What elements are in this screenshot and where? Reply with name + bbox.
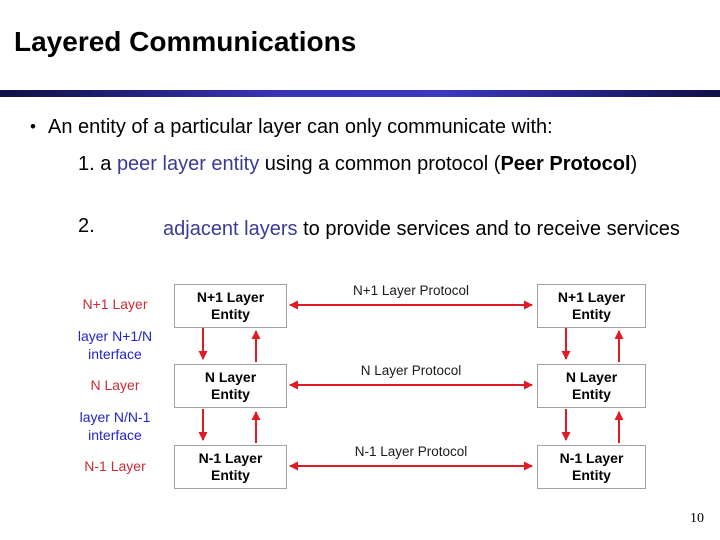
interface-label-line1: layer N+1/N xyxy=(77,328,153,344)
entity-box-line2: Entity xyxy=(572,467,611,483)
protocol-label-n: N Layer Protocol xyxy=(360,363,462,378)
entity-box-left-n: N Layer Entity xyxy=(174,364,287,408)
interface-label-n-n-minus-1: layer N/N-1 interface xyxy=(55,408,175,444)
entity-box-right-n: N Layer Entity xyxy=(537,364,646,408)
entity-box-right-n-minus-1: N-1 Layer Entity xyxy=(537,445,646,489)
item-1-post-text: ) xyxy=(630,153,638,175)
entity-box-line1: N-1 Layer xyxy=(198,450,263,466)
page-number: 10 xyxy=(690,511,704,526)
bullet-line: • An entity of a particular layer can onl… xyxy=(30,116,700,139)
item-1-number: 1. xyxy=(78,153,95,175)
peer-layer-entity-text: peer layer entity xyxy=(116,153,260,175)
item-1-pre-text: a xyxy=(94,153,117,175)
layer-label-n: N Layer xyxy=(90,377,140,393)
title-divider xyxy=(0,90,720,97)
page-title: Layered Communications xyxy=(14,26,357,57)
layered-communications-diagram: N+1 Layer N Layer N-1 Layer layer N+1/N … xyxy=(0,270,720,510)
protocol-label-n-plus-1: N+1 Layer Protocol xyxy=(353,283,469,298)
item-2-rest-text: to provide services and to receive servi… xyxy=(297,218,680,240)
numbered-item-1: 1. a peer layer entity using a common pr… xyxy=(78,150,660,178)
entity-box-right-n-plus-1: N+1 Layer Entity xyxy=(537,284,646,328)
bullet-icon: • xyxy=(30,117,36,136)
numbered-item-2: adjacent layers to provide services and … xyxy=(163,215,698,243)
item-1-mid-text: using a common protocol ( xyxy=(259,153,501,175)
interface-label-line2: interface xyxy=(88,427,142,443)
interface-label-line1: layer N/N-1 xyxy=(79,409,151,425)
entity-box-line2: Entity xyxy=(211,306,250,322)
bullet-text: An entity of a particular layer can only… xyxy=(48,116,553,138)
entity-box-left-n-minus-1: N-1 Layer Entity xyxy=(174,445,287,489)
entity-box-line1: N-1 Layer xyxy=(559,450,624,466)
adjacent-layers-text: adjacent layers xyxy=(163,218,298,240)
entity-box-line1: N+1 Layer xyxy=(196,289,265,305)
entity-box-line2: Entity xyxy=(572,386,611,402)
entity-box-line1: N Layer xyxy=(565,369,618,385)
entity-box-line1: N+1 Layer xyxy=(557,289,626,305)
peer-protocol-bold-text: Peer Protocol xyxy=(500,153,631,175)
interface-label-n-plus-1-n: layer N+1/N interface xyxy=(55,327,175,363)
entity-box-line1: N Layer xyxy=(204,369,257,385)
entity-box-line2: Entity xyxy=(572,306,611,322)
protocol-label-n-minus-1: N-1 Layer Protocol xyxy=(354,444,468,459)
entity-box-line2: Entity xyxy=(211,467,250,483)
layer-label-n-plus-1: N+1 Layer xyxy=(82,296,148,312)
entity-box-line2: Entity xyxy=(211,386,250,402)
layer-label-n-minus-1: N-1 Layer xyxy=(84,458,146,474)
interface-label-line2: interface xyxy=(88,346,142,362)
item-2-number: 2. xyxy=(78,215,95,237)
entity-box-left-n-plus-1: N+1 Layer Entity xyxy=(174,284,287,328)
